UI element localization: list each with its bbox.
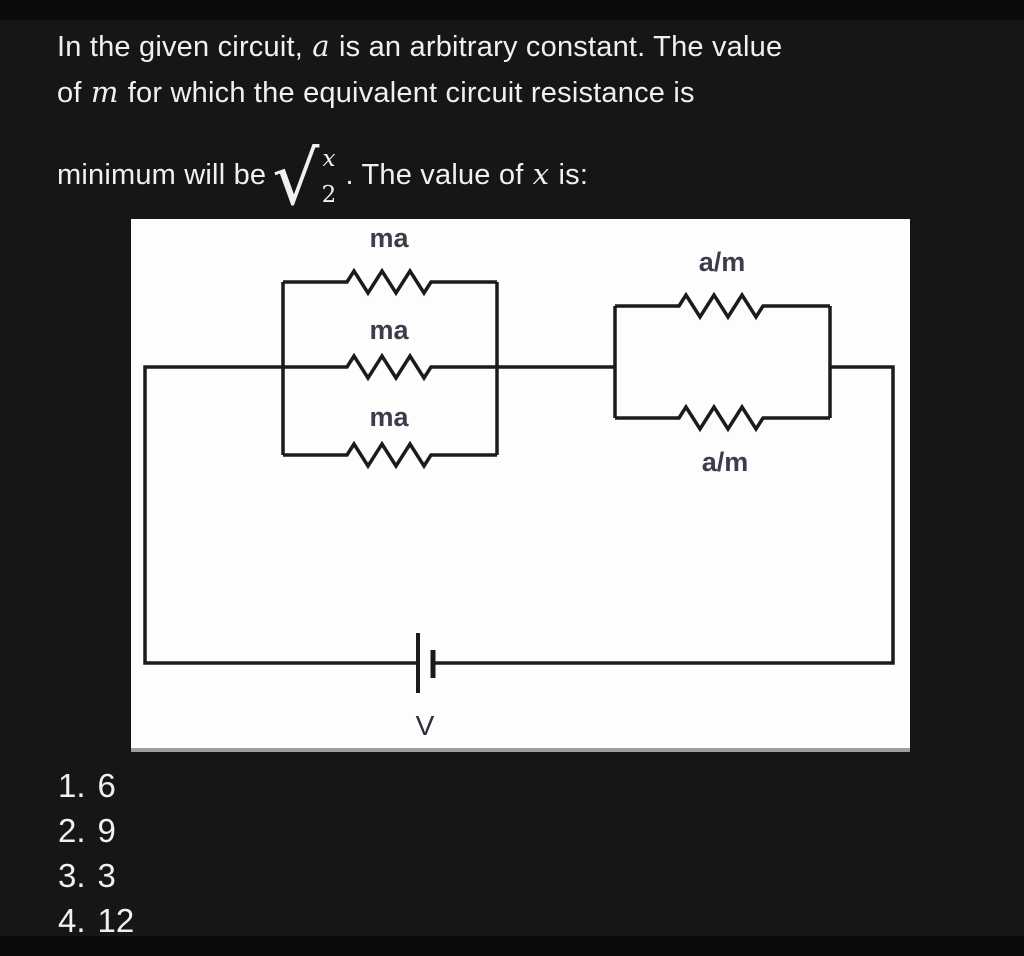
var-m: m: [90, 75, 119, 109]
right-parallel-block: a/m a/m: [613, 247, 832, 477]
option-2-number: 2.: [58, 811, 86, 849]
resistor-label-am-bottom: a/m: [702, 447, 749, 477]
root-fraction: x 2: [321, 145, 337, 208]
resistor-label-ma-middle: ma: [369, 315, 409, 345]
resistor-label-ma-bottom: ma: [369, 402, 409, 432]
resistor-label-ma-top: ma: [369, 223, 409, 253]
var-x: x: [532, 157, 550, 191]
radical-sign: √: [272, 135, 320, 222]
left-outer-wire: [143, 365, 418, 665]
option-3-value: 3: [97, 856, 116, 894]
resistor-ma-middle: [283, 352, 497, 382]
circuit-panel: ma ma ma a/m a/m V: [131, 219, 910, 752]
right-outer-wire: [433, 365, 895, 665]
question-text: In the given circuit, a is an arbitrary …: [57, 24, 977, 218]
question-line-1: In the given circuit, a is an arbitrary …: [57, 29, 783, 63]
option-2-value: 9: [97, 811, 116, 849]
root-denominator: 2: [321, 181, 337, 208]
resistor-label-am-top: a/m: [699, 247, 746, 277]
left-parallel-block: ma ma ma: [281, 223, 499, 470]
resistor-am-bottom: [615, 403, 830, 433]
option-1[interactable]: 1. 6: [58, 763, 134, 808]
question-line-2: of m for which the equivalent circuit re…: [57, 75, 695, 109]
square-root-expression: √ x 2: [272, 142, 337, 216]
top-letterbox: [0, 0, 1024, 20]
resistor-ma-top: [283, 267, 497, 297]
root-numerator: x: [322, 145, 336, 172]
bottom-letterbox: [0, 936, 1024, 956]
option-4-number: 4.: [58, 901, 86, 939]
battery-label: V: [416, 710, 435, 741]
battery-symbol: V: [416, 633, 436, 741]
option-3[interactable]: 3. 3: [58, 853, 134, 898]
question-line-3: minimum will be √ x 2 . The value of x i…: [57, 135, 589, 222]
option-1-number: 1.: [58, 766, 86, 804]
resistor-ma-bottom: [283, 440, 497, 470]
resistor-am-top: [615, 291, 830, 321]
circuit-diagram: ma ma ma a/m a/m V: [143, 223, 895, 741]
answer-options: 1. 6 2. 9 3. 3 4. 12: [58, 763, 134, 943]
option-3-number: 3.: [58, 856, 86, 894]
option-2[interactable]: 2. 9: [58, 808, 134, 853]
option-4[interactable]: 4. 12: [58, 898, 134, 943]
option-1-value: 6: [97, 766, 116, 804]
var-a: a: [312, 29, 330, 63]
option-4-value: 12: [97, 901, 135, 939]
